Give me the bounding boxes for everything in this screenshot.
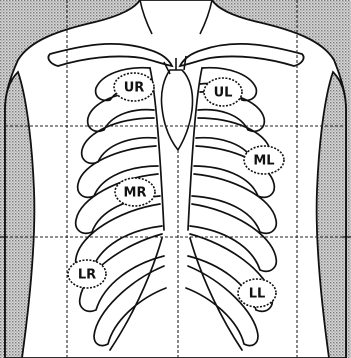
- zone-label-ur: UR: [124, 81, 145, 96]
- zone-lr: LR: [68, 260, 106, 288]
- zone-label-ml: ML: [253, 154, 274, 169]
- zone-ml: ML: [244, 146, 284, 174]
- zone-ur: UR: [114, 73, 154, 101]
- zone-ll: LL: [238, 279, 276, 307]
- zone-mr: MR: [115, 178, 155, 206]
- zone-label-lr: LR: [78, 268, 96, 283]
- zone-label-mr: MR: [124, 186, 147, 201]
- zone-label-ll: LL: [249, 287, 266, 302]
- zone-ul: UL: [204, 78, 242, 106]
- zone-label-ul: UL: [214, 86, 233, 101]
